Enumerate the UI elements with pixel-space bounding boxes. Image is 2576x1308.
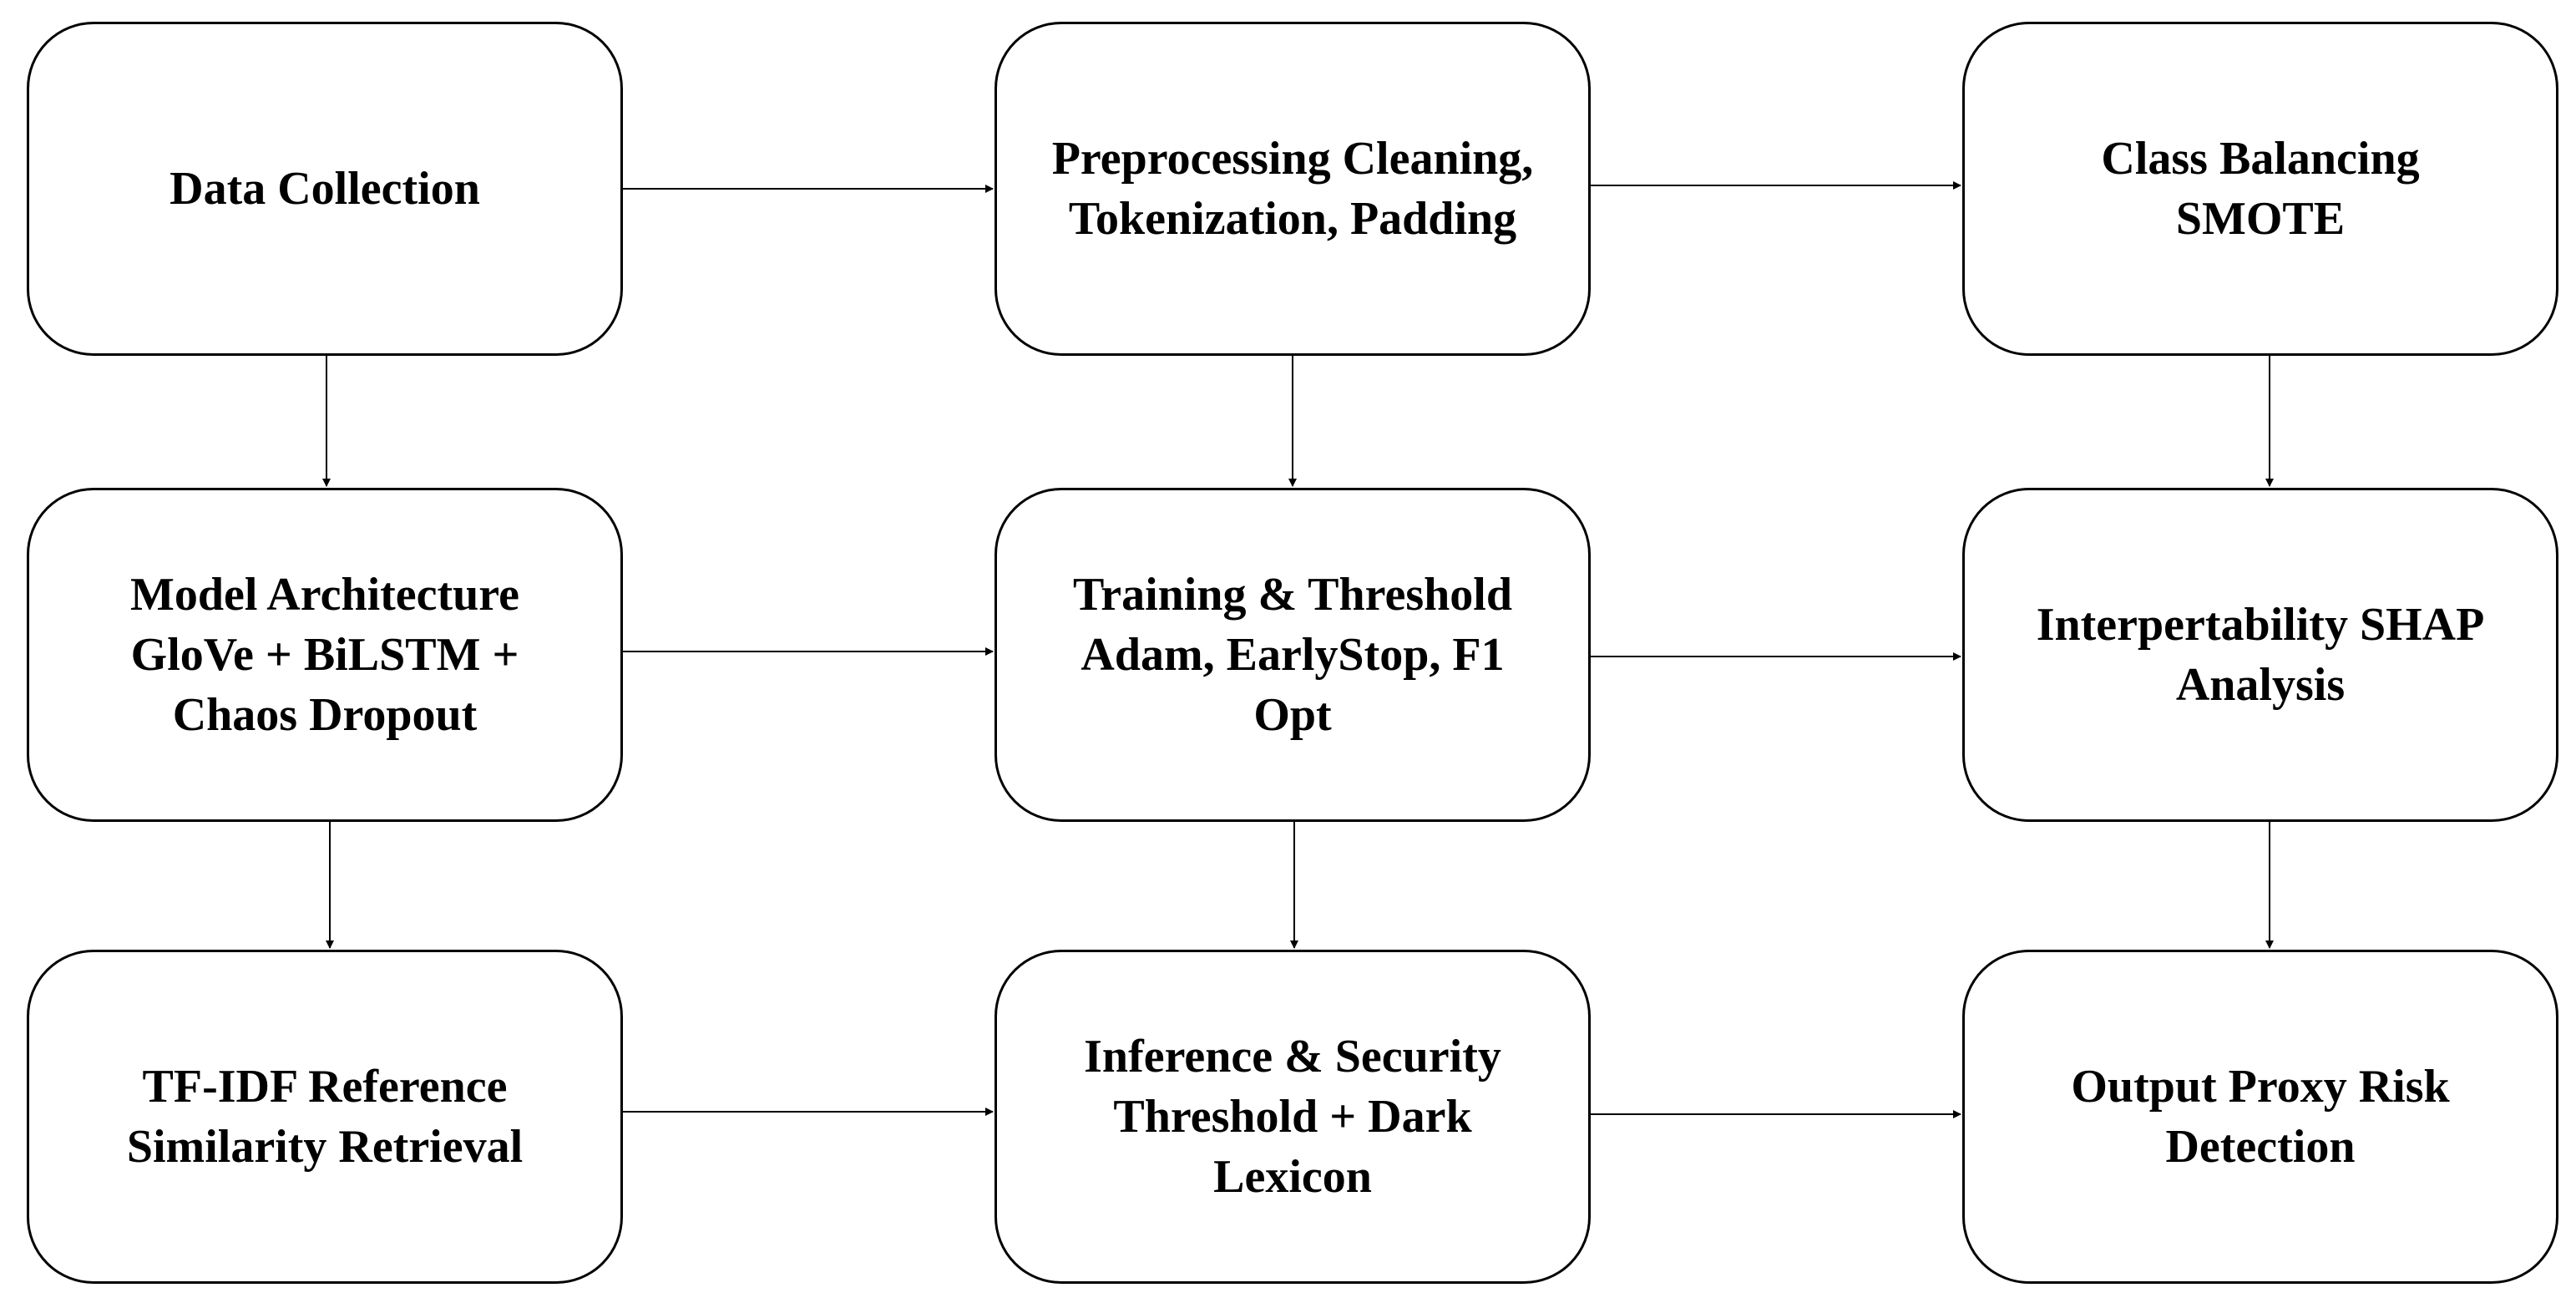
node-training-threshold-label: Training & Threshold Adam, EarlyStop, F1… xyxy=(1073,569,1512,741)
node-data-collection: Data Collection xyxy=(27,22,623,356)
node-class-balancing-label: Class Balancing SMOTE xyxy=(2101,133,2420,245)
node-preprocessing: Preprocessing Cleaning, Tokenization, Pa… xyxy=(994,22,1591,356)
node-inference-security: Inference & Security Threshold + Dark Le… xyxy=(994,950,1591,1284)
node-tfidf-retrieval: TF-IDF Reference Similarity Retrieval xyxy=(27,950,623,1284)
node-model-architecture: Model Architecture GloVe + BiLSTM + Chao… xyxy=(27,488,623,822)
node-interpretability: Interpertability SHAP Analysis xyxy=(1962,488,2558,822)
node-preprocessing-label: Preprocessing Cleaning, Tokenization, Pa… xyxy=(1051,133,1534,245)
node-tfidf-retrieval-label: TF-IDF Reference Similarity Retrieval xyxy=(126,1061,524,1173)
node-inference-security-label: Inference & Security Threshold + Dark Le… xyxy=(1084,1031,1501,1203)
node-data-collection-label: Data Collection xyxy=(170,163,480,215)
node-interpretability-label: Interpertability SHAP Analysis xyxy=(2036,599,2485,711)
node-class-balancing: Class Balancing SMOTE xyxy=(1962,22,2558,356)
node-output-risk-detection-label: Output Proxy Risk Detection xyxy=(2071,1061,2450,1173)
node-model-architecture-label: Model Architecture GloVe + BiLSTM + Chao… xyxy=(129,569,520,741)
node-output-risk-detection: Output Proxy Risk Detection xyxy=(1962,950,2558,1284)
node-training-threshold: Training & Threshold Adam, EarlyStop, F1… xyxy=(994,488,1591,822)
